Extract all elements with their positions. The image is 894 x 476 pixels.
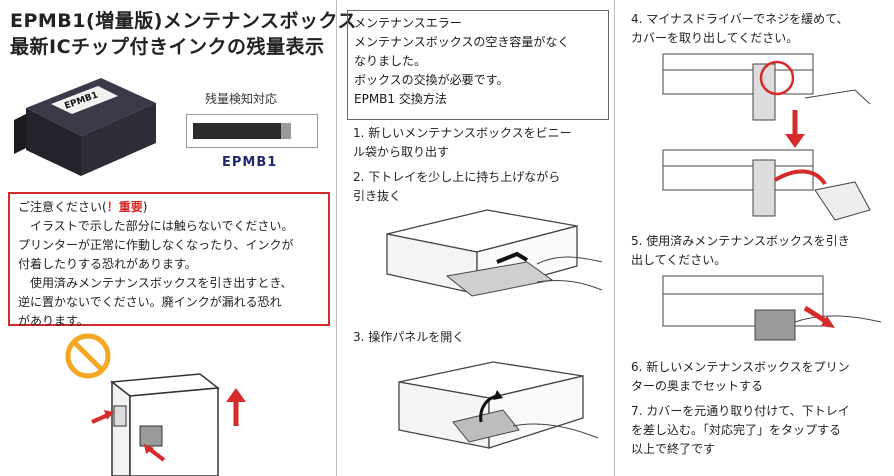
caution-line: があります。 <box>18 314 89 328</box>
ink-level-remainder <box>281 123 291 139</box>
pointer-arrow-icon <box>91 410 166 462</box>
title-line-2: 最新ICチップ付きインクの残量表示 <box>10 36 325 58</box>
step-7-line: 以上で終了です <box>631 442 716 456</box>
step-2-line: 引き抜く <box>353 189 402 203</box>
step-3: 3. 操作パネルを開く <box>353 328 464 347</box>
step-2: 2. 下トレイを少し上に持ち上げながら 引き抜く <box>353 168 560 206</box>
step-1-line: 1. 新しいメンテナンスボックスをビニー <box>353 126 572 140</box>
caution-line: イラストで示した部分には触らないでください。 <box>18 219 294 233</box>
caution-important: ！重要 <box>106 200 143 214</box>
step-4-line: 4. マイナスドライバーでネジを緩めて、 <box>631 12 849 26</box>
step-7-line: を差し込む。「対応完了」をタップする <box>631 423 842 437</box>
prohibited-icon <box>65 333 111 379</box>
caution-head-close: ) <box>142 200 148 214</box>
detect-label: 残量検知対応 <box>205 92 278 106</box>
pull-out-box-illustration <box>662 275 882 341</box>
step-1-line: ル袋から取り出す <box>353 145 450 159</box>
caution-line: プリンターが正常に作動しなくなったり、インクが <box>18 238 294 252</box>
step-5: 5. 使用済みメンテナンスボックスを引き 出してください。 <box>631 232 850 270</box>
step-1: 1. 新しいメンテナンスボックスをビニー ル袋から取り出す <box>353 124 572 162</box>
caution-line: 使用済みメンテナンスボックスを引き出すとき、 <box>18 276 293 290</box>
error-line: ボックスの交換が必要です。 <box>354 73 509 87</box>
caution-heading: ご注意ください(！重要) <box>18 198 320 217</box>
step-6-line: ターの奥までセットする <box>631 379 764 393</box>
caution-box: ご注意ください(！重要) イラストで示した部分には触らないでください。 プリンタ… <box>8 192 330 328</box>
error-line: EPMB1 交換方法 <box>354 92 447 106</box>
step-4: 4. マイナスドライバーでネジを緩めて、 カバーを取り出してください。 <box>631 10 848 48</box>
caution-line: 付着したりする恐れがあります。 <box>18 257 197 271</box>
remove-cover-illustration <box>662 53 871 221</box>
left-column: EPMB1(増量版)メンテナンスボックス 最新ICチップ付きインクの残量表示 E… <box>0 0 357 476</box>
ink-level-gauge <box>186 114 318 148</box>
error-line: メンテナンスエラー <box>354 16 462 30</box>
step-2-line: 2. 下トレイを少し上に持ち上げながら <box>353 170 561 184</box>
middle-column: メンテナンスエラー メンテナンスボックスの空き容量がなく なりました。 ボックス… <box>336 0 614 476</box>
open-panel-illustration <box>398 361 599 449</box>
step-3-line: 3. 操作パネルを開く <box>353 330 465 344</box>
step-6: 6. 新しいメンテナンスボックスをプリン ターの奥までセットする <box>631 358 850 396</box>
step-7-line: 7. カバーを元通り取り付けて、下トレイ <box>631 404 850 418</box>
error-line: なりました。 <box>354 54 427 68</box>
right-column: 4. マイナスドライバーでネジを緩めて、 カバーを取り出してください。 5. 使… <box>614 0 894 476</box>
step-5-line: 出してください。 <box>631 253 727 267</box>
title-line-1: EPMB1(増量版)メンテナンスボックス <box>10 10 357 32</box>
up-arrow-icon <box>226 388 246 426</box>
gauge-model-label: EPMB1 <box>222 155 278 170</box>
ink-level-fill <box>193 123 281 139</box>
error-line: メンテナンスボックスの空き容量がなく <box>354 35 570 49</box>
caution-line: 逆に置かないでください。廃インクが漏れる恐れ <box>18 295 282 309</box>
page-title: EPMB1(増量版)メンテナンスボックス 最新ICチップ付きインクの残量表示 <box>10 8 357 60</box>
pull-tray-illustration <box>386 209 603 297</box>
caution-head-text: ご注意ください( <box>18 200 107 214</box>
step-7: 7. カバーを元通り取り付けて、下トレイ を差し込む。「対応完了」をタップする … <box>631 402 850 459</box>
step-5-line: 5. 使用済みメンテナンスボックスを引き <box>631 234 850 248</box>
step-4-line: カバーを取り出してください。 <box>631 31 799 45</box>
do-not-touch-illustration <box>65 333 246 476</box>
step-6-line: 6. 新しいメンテナンスボックスをプリン <box>631 360 850 374</box>
maintenance-error-box: メンテナンスエラー メンテナンスボックスの空き容量がなく なりました。 ボックス… <box>347 10 609 120</box>
maintenance-box-image: EPMB1 <box>14 78 156 176</box>
down-arrow-icon <box>785 110 805 148</box>
